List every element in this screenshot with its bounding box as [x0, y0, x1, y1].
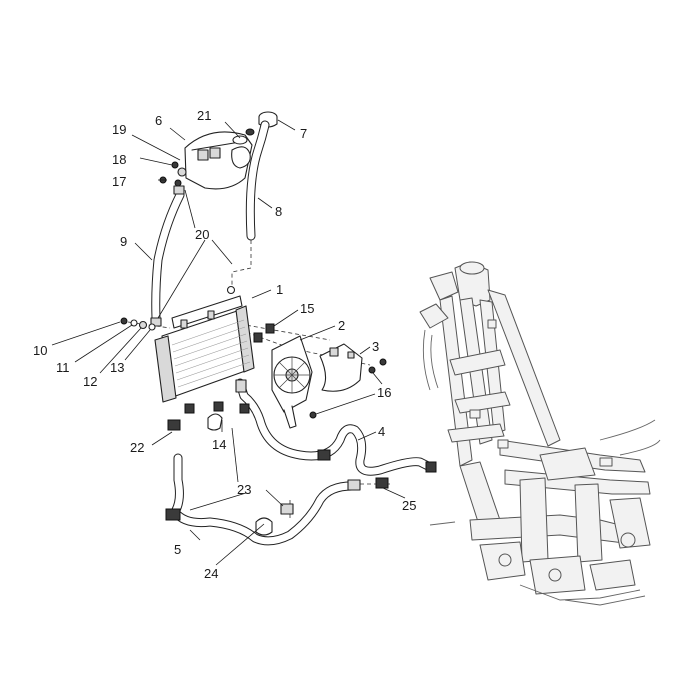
fan-screws	[309, 358, 387, 419]
fan-shroud	[319, 343, 363, 392]
callout-10: 10	[33, 343, 47, 358]
callout-24: 24	[204, 566, 218, 581]
callout-8: 8	[275, 204, 282, 219]
radiator-fasteners-left	[120, 317, 156, 331]
radiator-outlet-hose	[235, 378, 437, 476]
callout-16: 16	[377, 385, 391, 400]
callout-5: 5	[174, 542, 181, 557]
callout-labels: 1 2 3 4 5 6 7 8 9 10 11 12 13 14 15 16 1…	[33, 108, 416, 581]
callout-22: 22	[130, 440, 144, 455]
callout-4: 4	[378, 424, 385, 439]
leader-lines	[51, 119, 406, 566]
frame-assembly	[419, 261, 661, 606]
callout-23: 23	[237, 482, 251, 497]
callout-6: 6	[155, 113, 162, 128]
callout-15: 15	[300, 301, 314, 316]
callout-25: 25	[402, 498, 416, 513]
hose-clamps	[167, 401, 389, 536]
callout-17: 17	[112, 174, 126, 189]
callout-20: 20	[195, 227, 209, 242]
radiator	[154, 285, 255, 403]
callout-14: 14	[212, 437, 226, 452]
overflow-hose	[245, 120, 270, 241]
radiator-inlet-hose	[165, 453, 361, 546]
tank-fasteners	[159, 161, 187, 187]
callout-1: 1	[276, 282, 283, 297]
callout-3: 3	[372, 339, 379, 354]
callout-12: 12	[83, 374, 97, 389]
callout-11: 11	[56, 360, 70, 375]
callout-18: 18	[112, 152, 126, 167]
grommets	[253, 323, 275, 343]
callout-7: 7	[300, 126, 307, 141]
callout-2: 2	[338, 318, 345, 333]
expansion-tank	[184, 131, 253, 190]
cooling-fan	[271, 335, 313, 429]
callout-9: 9	[120, 234, 127, 249]
callout-13: 13	[110, 360, 124, 375]
callout-19: 19	[112, 122, 126, 137]
callout-21: 21	[197, 108, 211, 123]
filler-cap	[232, 128, 255, 145]
tank-to-radiator-hose	[150, 185, 185, 327]
